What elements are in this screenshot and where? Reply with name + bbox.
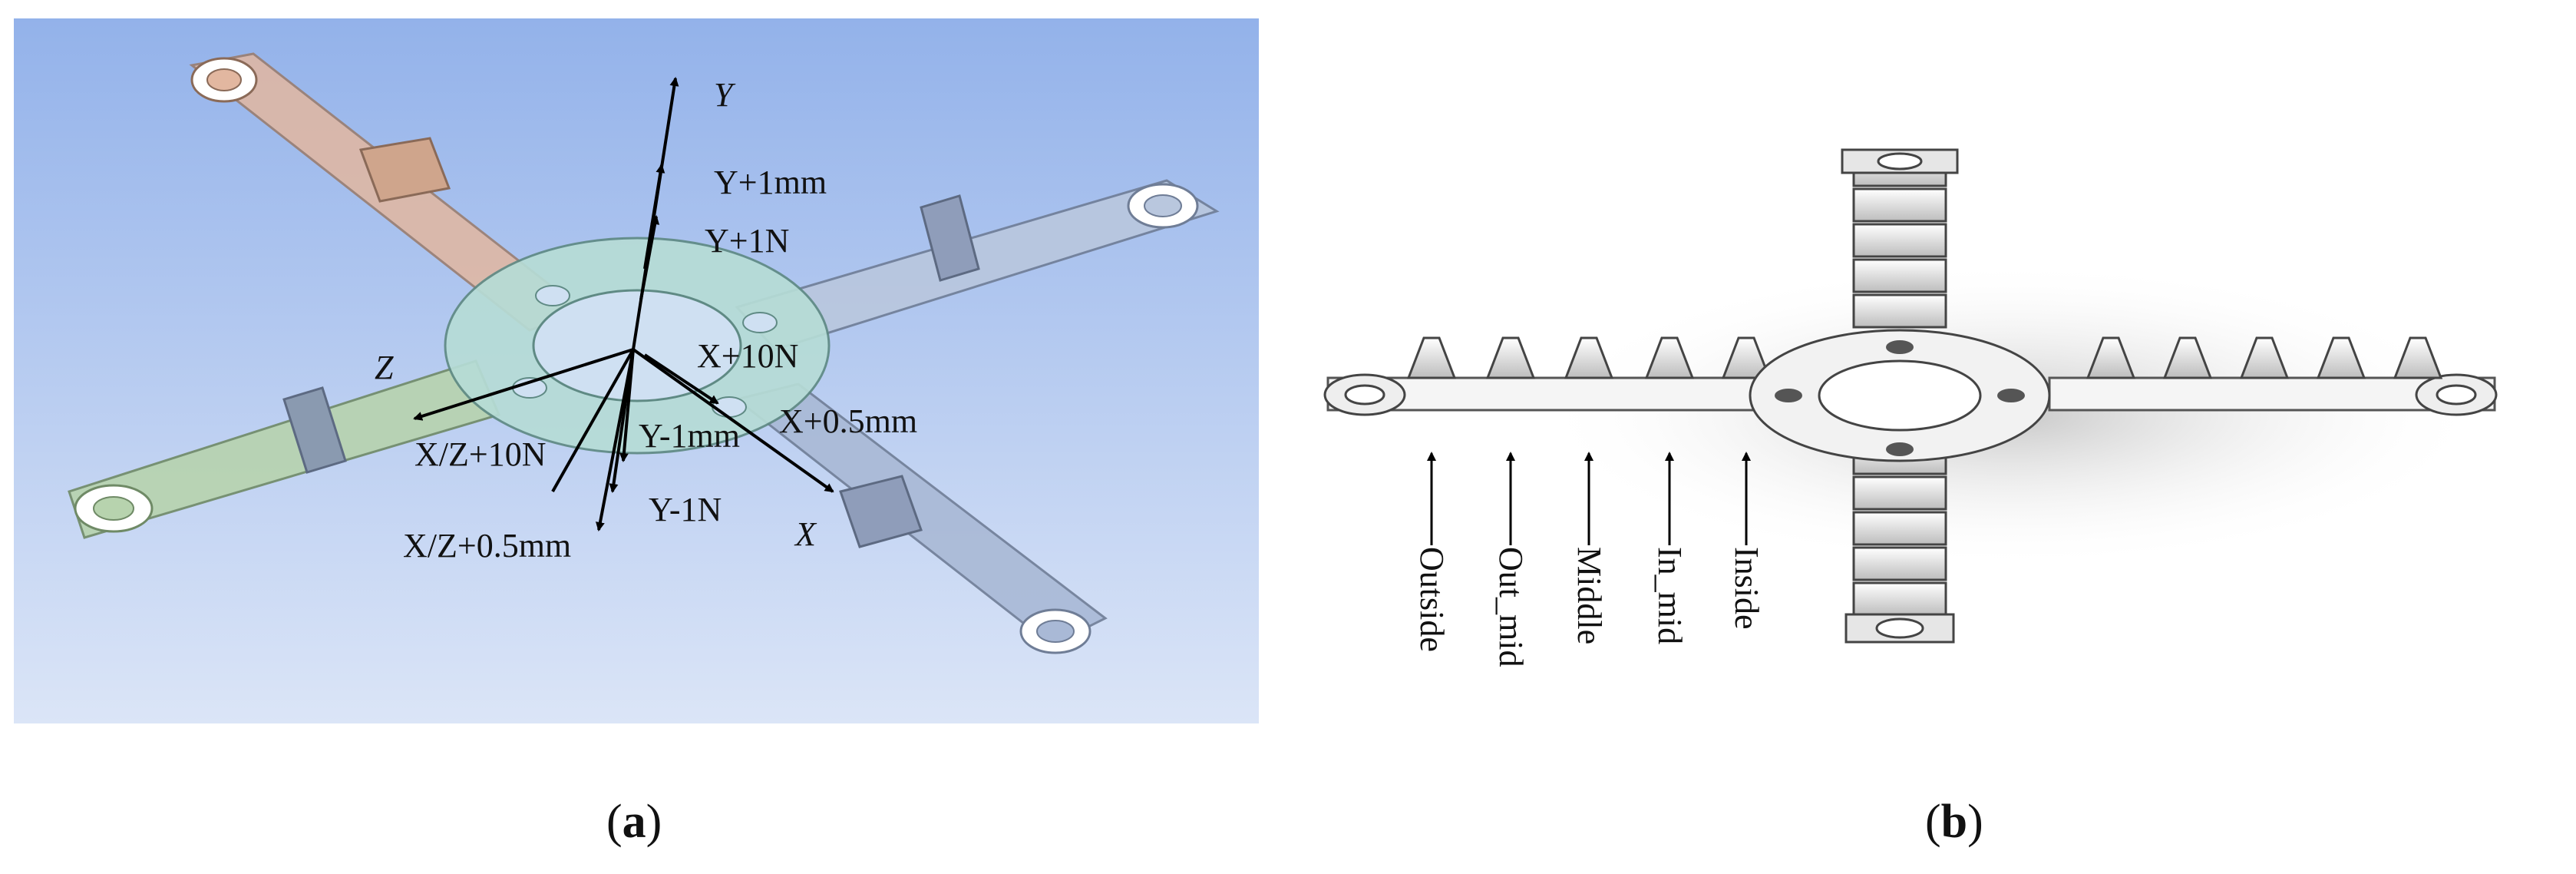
right-strip xyxy=(2048,336,2498,416)
upper-stack xyxy=(1841,148,1959,329)
lower-block-3 xyxy=(1852,511,1947,546)
left-corrugations xyxy=(1406,336,1772,379)
position-labels: Outside Out_mid Middle In_mid Inside xyxy=(1413,452,1765,667)
panel-b-caption-letter: b xyxy=(1941,796,1967,848)
x-10n-arrow xyxy=(643,353,719,405)
left-fold-2 xyxy=(1485,336,1536,379)
left-fold-5 xyxy=(1721,336,1772,379)
arm-blue-lower xyxy=(734,382,1108,654)
xz-05mm-arrow xyxy=(595,349,635,531)
panel-b-caption: (b) xyxy=(1925,796,1983,848)
x-05mm-label: X+0.5mm xyxy=(779,402,917,440)
lower-block-2 xyxy=(1852,475,1947,511)
left-fold-1 xyxy=(1406,336,1457,379)
left-fold-3 xyxy=(1564,336,1614,379)
label-out-mid: Out_mid xyxy=(1492,547,1530,667)
label-middle: Middle xyxy=(1570,547,1608,644)
panel-b: Outside Out_mid Middle In_mid Inside (b) xyxy=(1323,148,2498,848)
y-minus-1mm-label: Y-1mm xyxy=(639,417,740,455)
arm-green xyxy=(68,359,501,539)
y-1mm-label: Y+1mm xyxy=(714,164,827,201)
label-inside: Inside xyxy=(1728,547,1765,630)
panel-a-caption: (a) xyxy=(606,796,662,848)
axes-arrows xyxy=(413,77,834,531)
y-1n-label: Y+1N xyxy=(705,222,789,260)
right-fold-5 xyxy=(2393,336,2443,379)
y-minus-1n-label: Y-1N xyxy=(649,491,722,528)
right-fold-3 xyxy=(2239,336,2290,379)
xz-05mm-label: X/Z+0.5mm xyxy=(403,527,571,564)
axis-x-label: X xyxy=(794,515,817,553)
upper-block-4 xyxy=(1852,258,1947,293)
z-axis-arrow xyxy=(413,348,634,421)
right-fold-2 xyxy=(2162,336,2213,379)
label-in-mid: In_mid xyxy=(1651,547,1689,644)
left-strip xyxy=(1323,336,1790,416)
lower-block-5 xyxy=(1852,581,1947,617)
axis-z-label: Z xyxy=(375,349,394,386)
right-fold-4 xyxy=(2316,336,2366,379)
xz-10n-label: X/Z+10N xyxy=(414,435,546,473)
right-fold-1 xyxy=(2086,336,2136,379)
upper-block-2 xyxy=(1852,187,1947,223)
arm-blue-upper xyxy=(735,179,1220,351)
x-axis-arrow xyxy=(632,348,834,493)
axis-y-label: Y xyxy=(714,76,736,114)
label-outside: Outside xyxy=(1413,547,1451,652)
lower-stack xyxy=(1844,440,1955,644)
upper-block-5 xyxy=(1852,293,1947,329)
lower-block-4 xyxy=(1852,546,1947,581)
origin-to-lower-left xyxy=(551,349,635,492)
y-1n-arrow xyxy=(639,215,660,300)
panel-a: Y Y+1mm Y+1N Z X+10N X+0.5mm Y-1mm X/Z+1… xyxy=(14,18,1259,848)
upper-block-3 xyxy=(1852,223,1947,258)
panel-b-ring xyxy=(1749,329,2051,462)
panel-a-caption-letter: a xyxy=(623,796,646,848)
x-10n-label: X+10N xyxy=(697,337,798,375)
right-corrugations xyxy=(2086,336,2443,379)
left-fold-4 xyxy=(1644,336,1695,379)
center-ring xyxy=(444,237,831,455)
